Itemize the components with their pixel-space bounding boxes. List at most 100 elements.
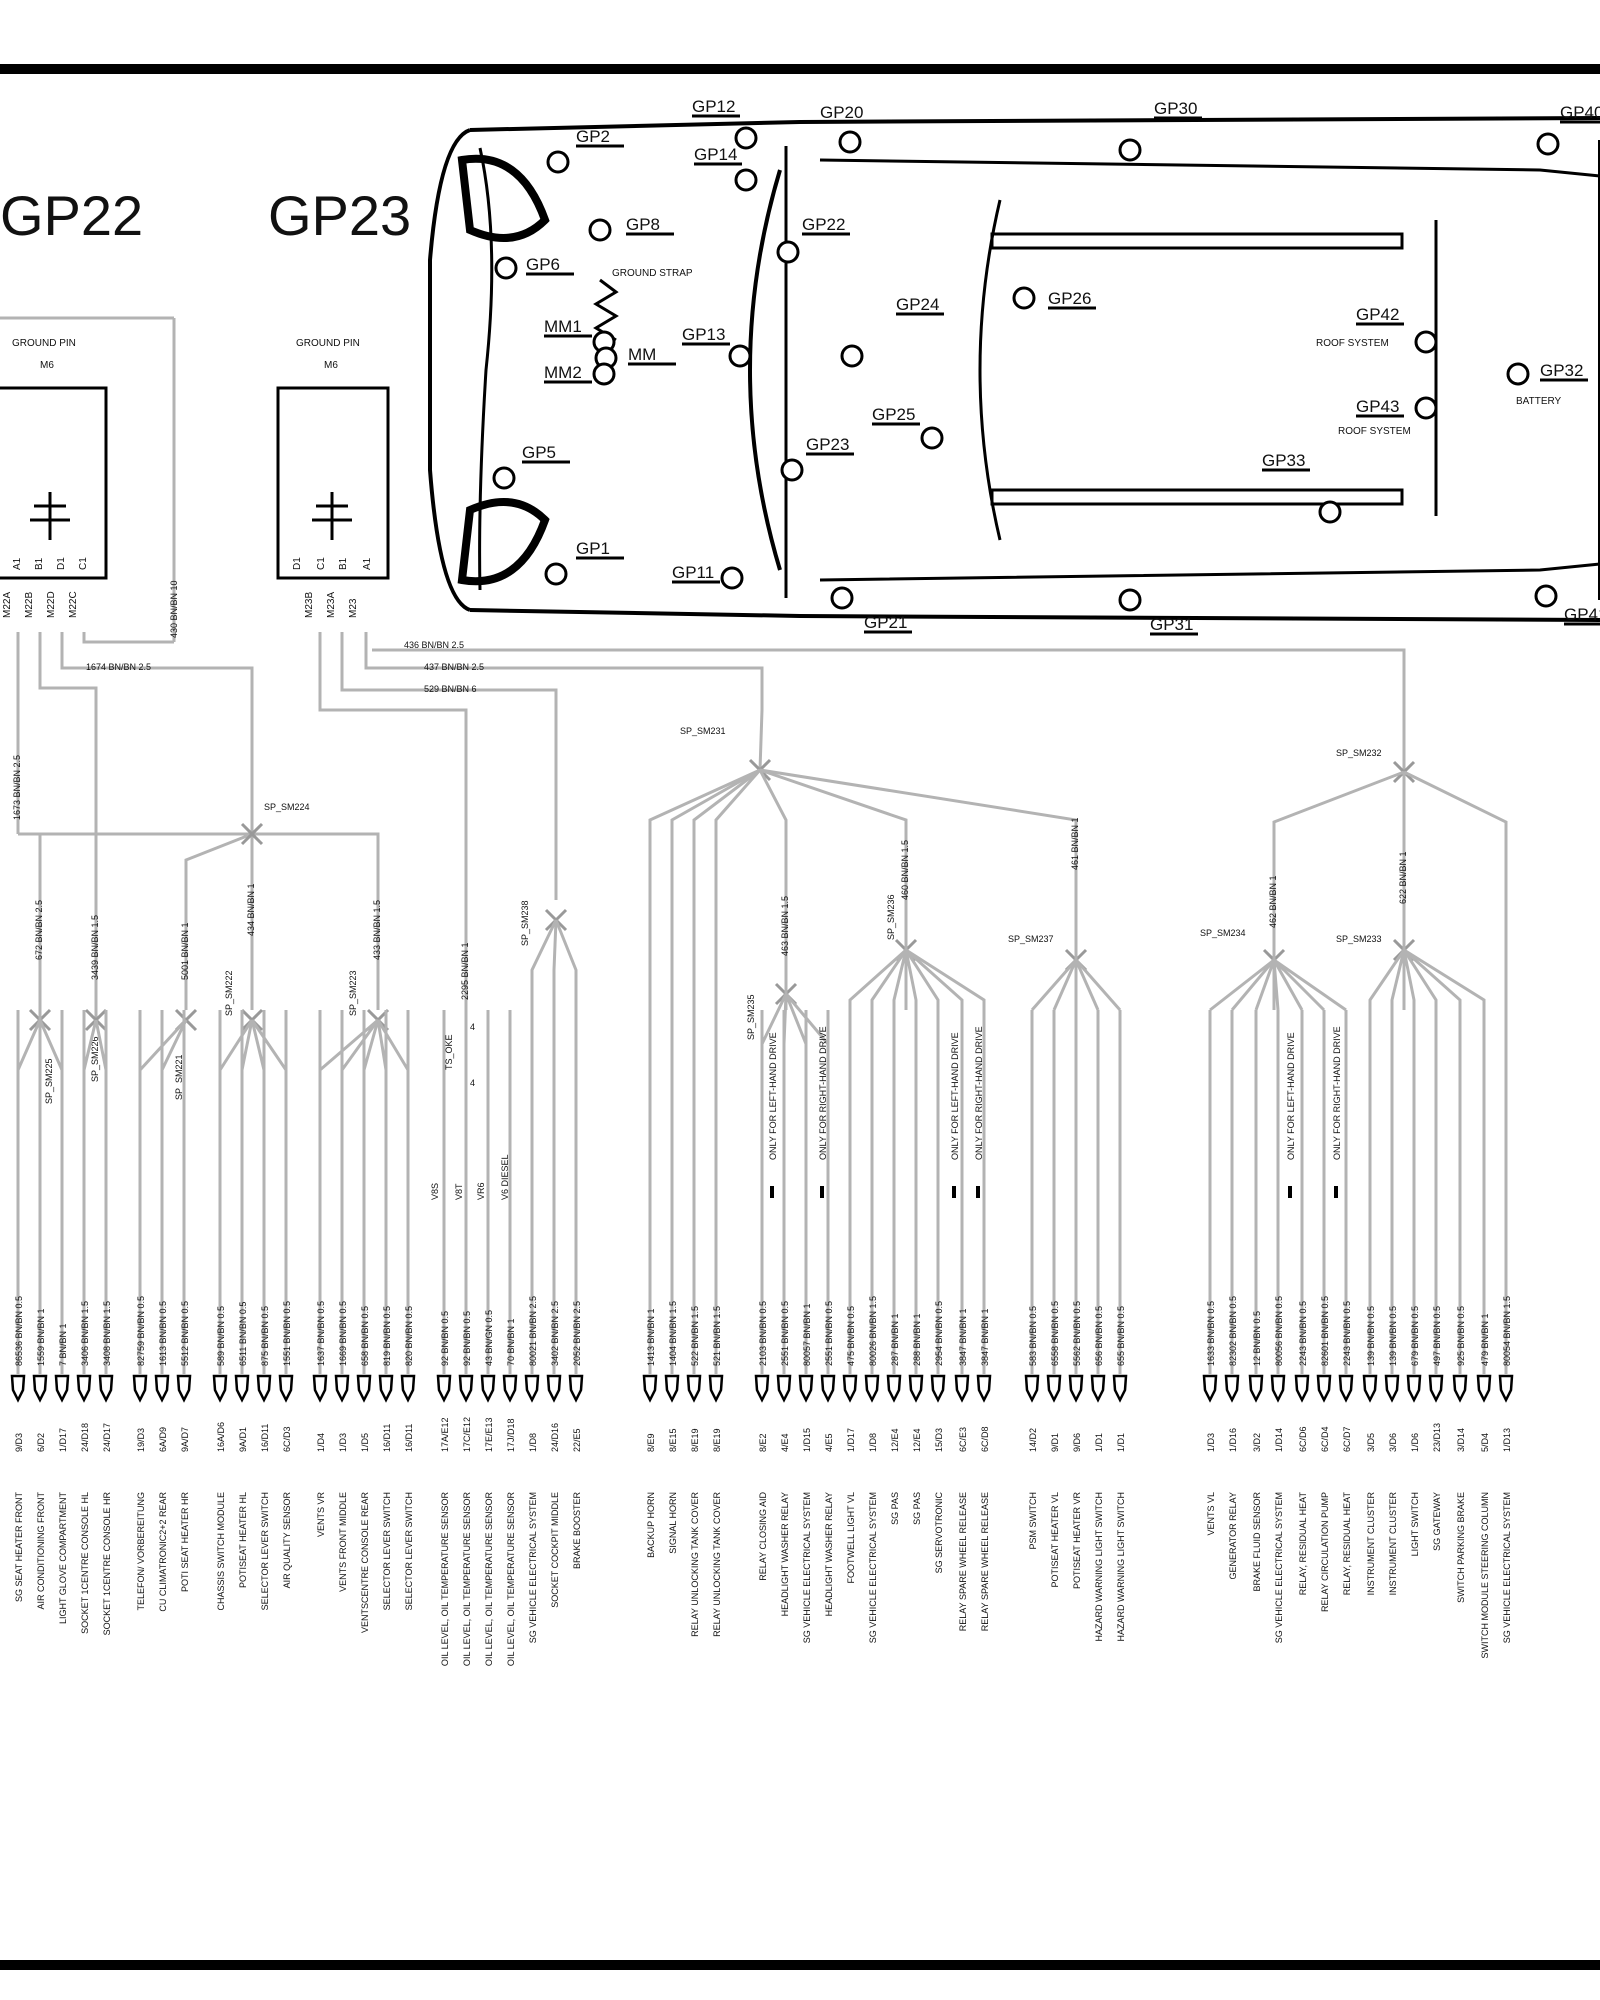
ground-point-icon [728,344,752,368]
component-label: POTISEAT HEATER VR [1072,1492,1082,1590]
ground-point-marker: GP32 [1506,361,1588,386]
ground-point-marker: GP21 [830,586,912,634]
ground-point-marker: GP11 [672,563,744,590]
fan-wire [1390,949,1406,1010]
fan-wire [1052,959,1078,1011]
component-label: RELAY UNLOCKING TANK COVER [712,1492,722,1637]
wire-label: 521 BN/BN 1.5 [712,1306,722,1366]
wire-label: 92 BN/BN 0.5 [462,1311,472,1366]
fan-wire [1403,948,1462,1010]
pin-label: 9/D6 [1072,1433,1082,1452]
pin-label: 8/E15 [668,1428,678,1452]
ground-point-icon [780,458,804,482]
ground-point-label: GP40 [1560,103,1600,122]
component-label: AIR QUALITY SENSOR [282,1492,292,1589]
ground-point-label: GP30 [1154,99,1197,118]
wire-label: 7 BN/BN 1 [58,1323,68,1366]
ground-point-icon [830,586,854,610]
ground-point-label: GP23 [806,435,849,454]
ground-point-marker: GP20 [820,103,868,154]
drive-option-label: ONLY FOR LEFT-HAND DRIVE [950,1032,960,1160]
terminal-icon [1090,1374,1106,1403]
ground-point-label: GP33 [1262,451,1305,470]
pin-label: 23/D13 [1432,1423,1442,1452]
component-label: POTI SEAT HEATER HR [180,1492,190,1593]
ground-point-icon [1012,286,1036,310]
ground-point-icon [920,426,944,450]
terminal-icon [930,1374,946,1403]
gp22-ground-block: GROUND PIN M6 A1 B1 D1 C1 M22A M22B M22D… [0,316,179,642]
fan-wire [1368,949,1406,1010]
terminal-icon [436,1374,452,1403]
pin-label: 1/D8 [868,1433,878,1452]
splice-label: SP_SM236 [886,894,896,940]
terminal-icon [842,1374,858,1403]
pin-label: 1/D4 [316,1433,326,1452]
wire-label: 1413 BN/BN 1 [646,1308,656,1366]
terminal-icon [798,1374,814,1403]
pin-label: 24/D18 [80,1423,90,1452]
fan-wire [670,768,761,1010]
gp23-pin-size: M6 [324,360,338,371]
wire-label: 925 BN/BN 0.5 [1456,1306,1466,1366]
terminal-icon [400,1374,416,1403]
fan-wire [1030,959,1078,1011]
svg-text:1674 BN/BN 2.5: 1674 BN/BN 2.5 [86,662,151,672]
ground-point-label: GP22 [802,215,845,234]
pin-label: 14/D2 [1028,1428,1038,1452]
terminal-icon [1024,1374,1040,1403]
splice-label: SP_SM222 [224,970,234,1016]
component-label: VENTS VL [1206,1492,1216,1536]
terminal-icon [256,1374,272,1403]
svg-text:M23B: M23B [304,592,315,618]
fan-wire [1403,770,1508,1010]
terminal-icon [686,1374,702,1403]
svg-text:M22C: M22C [68,591,79,618]
pin-label: 16A/D6 [216,1422,226,1452]
wire-label: 2954 BN/BN 0.5 [934,1301,944,1366]
terminal-icon [776,1374,792,1403]
wire-label: 3847 BN/BN 1 [980,1308,990,1366]
fan-wire [648,768,761,1010]
wire-label: 86536 BN/BN 0.5 [14,1296,24,1366]
component-label: SELECTOR LEVER SWITCH [404,1492,414,1610]
ground-point-label: GP2 [576,127,610,146]
splice-label: SP_SM233 [1336,934,1382,944]
engine-option-label: V8S [430,1183,440,1200]
terminal-icon [234,1374,250,1403]
terminal-icon [1406,1374,1422,1403]
wire-label: 80021 BN/BN 2.5 [528,1296,538,1366]
fan-wire [905,948,964,1010]
option-label: 4 [470,1078,475,1088]
ground-point-icon [494,256,518,280]
terminal-icon [32,1374,48,1403]
component-label: INSTRUMENT CLUSTER [1388,1492,1398,1596]
terminal-icon [1068,1374,1084,1403]
ground-point-marker: GP8 [588,215,674,242]
car-outline [428,116,1600,622]
component-label: SG PAS [890,1492,900,1525]
ground-symbol-icon [312,492,352,540]
splice-label: SP_SM234 [1200,928,1246,938]
component-label: HAZARD WARNING LIGHT SWITCH [1116,1492,1126,1642]
ground-point-marker: GP31 [1118,588,1198,636]
terminal-icon [334,1374,350,1403]
ground-point-marker: GP33 [1262,451,1342,524]
terminal-icon [886,1374,902,1403]
terminal-icon [76,1374,92,1403]
ground-point-label: GP13 [682,325,725,344]
ground-point-marker: GP22 [776,215,850,264]
component-label: SG GATEWAY [1432,1492,1442,1551]
terminal-icon [356,1374,372,1403]
terminal-icon [132,1374,148,1403]
wire-label: 70 BN/BN 1 [506,1318,516,1366]
